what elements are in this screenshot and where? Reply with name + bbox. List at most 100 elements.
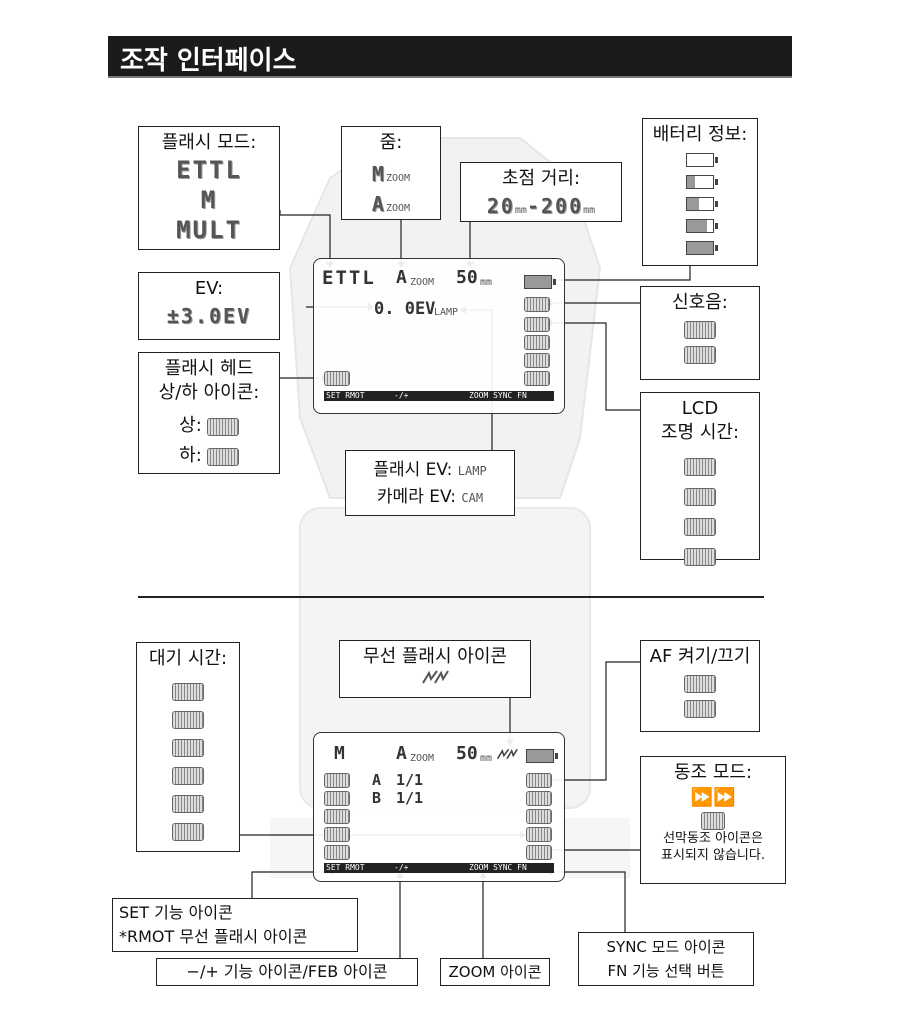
zoom-icon-label: ZOOM 아이콘 xyxy=(448,963,542,981)
zoom-label: 줌: xyxy=(379,132,403,153)
flash-ev-box: 플래시 EV: LAMP 카메라 EV: CAM xyxy=(345,450,515,516)
af-off-icon xyxy=(684,700,716,718)
sync-note-1: 선막동조 아이콘은 xyxy=(663,830,763,846)
lcd2-group-icon xyxy=(324,791,350,806)
lcd2-group-a-value: 1/1 xyxy=(396,771,424,789)
focal-max: 200 xyxy=(541,194,584,218)
sync-mode-box: 동조 모드: ⏩⏩ 선막동조 아이콘은 표시되지 않습니다. xyxy=(640,756,786,884)
lcd-standby-icon xyxy=(524,353,550,368)
lcd-af-icon xyxy=(524,335,550,350)
head-up-label: 상: xyxy=(179,415,202,436)
set-function-box: SET 기능 아이콘 *RMOT 무선 플래시 아이콘 xyxy=(112,898,358,952)
beep-on-icon xyxy=(684,320,716,339)
focal-label: 초점 거리: xyxy=(501,168,581,189)
lcd-light-10s-icon xyxy=(684,517,716,536)
lcd2-head-down-icon xyxy=(324,845,350,860)
lcd-head-icon xyxy=(324,371,350,386)
lcd-light-label-1: LCD xyxy=(681,398,719,419)
lcd2-rmot-icon xyxy=(324,773,350,788)
battery-three-quarter-icon xyxy=(686,219,718,233)
strip2-set-rmot: SET RMOT xyxy=(326,863,365,872)
lcd-light-box: LCD 조명 시간: xyxy=(640,392,760,566)
lcd-light-icon xyxy=(524,317,550,332)
standby-2h-icon xyxy=(172,822,204,841)
rmot-label: *RMOT 무선 플래시 아이콘 xyxy=(119,927,308,946)
standby-30-icon xyxy=(172,766,204,785)
ev-value: ±3.0EV xyxy=(166,304,252,328)
zoom-icon-box: ZOOM 아이콘 xyxy=(440,958,550,986)
lcd-light-on-icon xyxy=(684,547,716,566)
lcd-lamp: LAMP xyxy=(434,307,459,318)
flash-ev-lamp: LAMP xyxy=(457,464,487,478)
lcd2-battery-icon xyxy=(526,749,558,763)
lcd2-focal: 50 xyxy=(456,743,478,764)
af-label: AF 켜기/끄기 xyxy=(649,646,751,667)
lcd-focal-unit: mm xyxy=(480,277,493,288)
strip-set-rmot: SET RMOT xyxy=(326,391,365,400)
af-box: AF 켜기/끄기 xyxy=(640,640,760,732)
wireless-box: 무선 플래시 아이콘 xyxy=(339,640,531,698)
set-function-label: SET 기능 아이콘 xyxy=(119,903,233,922)
lcd2-focal-unit: mm xyxy=(480,753,493,764)
page-title-banner: 조작 인터페이스 xyxy=(108,36,792,78)
strip-minus-plus: -/+ xyxy=(394,391,409,400)
high-speed-sync-icon: ⏩⏩ xyxy=(690,787,736,808)
lcd2-sync-icon xyxy=(526,845,552,860)
lcd-battery-icon xyxy=(524,275,556,289)
lcd-display-bottom: M A ZOOM 50 mm A 1/1 B 1/1 SET RMOT -/+ … xyxy=(313,732,565,882)
strip-zoom-sync-fn: ZOOM SYNC FN xyxy=(469,391,527,400)
lcd2-standby-icon xyxy=(526,827,552,842)
head-up-icon xyxy=(206,417,239,436)
af-on-icon xyxy=(684,674,716,693)
lcd-light-label-2: 조명 시간: xyxy=(660,422,740,443)
focal-box: 초점 거리: 20mm-200mm xyxy=(460,162,622,222)
page-title: 조작 인터페이스 xyxy=(120,46,297,76)
lcd2-zoom-a: A xyxy=(396,743,407,764)
standby-5-icon xyxy=(172,710,204,729)
battery-full-icon xyxy=(686,241,718,255)
standby-off-icon xyxy=(172,682,204,701)
camera-ev-cam: CAM xyxy=(461,491,484,505)
lcd-light-off-icon xyxy=(684,457,716,476)
beep-off-icon xyxy=(684,346,716,364)
wireless-label: 무선 플래시 아이콘 xyxy=(363,646,507,667)
sync-mode-label: 동조 모드: xyxy=(673,762,753,783)
standby-label: 대기 시간: xyxy=(148,648,228,669)
zoom-m: M xyxy=(371,162,386,186)
feb-box: −/+ 기능 아이콘/FEB 아이콘 xyxy=(156,958,418,986)
lcd2-zoom-unit: ZOOM xyxy=(410,753,435,764)
lcd-light-5s-icon xyxy=(684,487,716,506)
lcd-zoom-unit: ZOOM xyxy=(410,277,435,288)
lcd2-group-b: B xyxy=(372,789,382,807)
flash-mode-ettl: ETTL xyxy=(176,156,242,184)
standby-box: 대기 시간: xyxy=(136,642,240,852)
battery-label: 배터리 정보: xyxy=(652,124,748,145)
lcd-focal: 50 xyxy=(456,267,478,288)
lcd2-head-up-icon xyxy=(324,827,350,842)
lcd-display-top: ETTL A ZOOM 50 mm 0. 0EV LAMP SET RMOT -… xyxy=(313,258,565,414)
rear-curtain-sync-icon xyxy=(701,811,725,830)
focal-unit-2: mm xyxy=(583,205,596,216)
feb-label: −/+ 기능 아이콘/FEB 아이콘 xyxy=(186,962,388,981)
lcd2-mode: M xyxy=(334,743,345,764)
battery-quarter-icon xyxy=(686,175,718,189)
lcd2-light-icon xyxy=(526,791,552,806)
sync-fn-box: SYNC 모드 아이콘 FN 기능 선택 버튼 xyxy=(578,932,754,986)
strip2-minus-plus: -/+ xyxy=(394,863,409,872)
wireless-flash-icon xyxy=(422,670,449,684)
head-down-label: 하: xyxy=(179,445,202,466)
lcd-sync-icon xyxy=(524,371,550,386)
flash-head-box: 플래시 헤드 상/하 아이콘: 상: 하: xyxy=(138,352,280,474)
standby-1h-icon xyxy=(172,794,204,813)
flash-head-label-2: 상/하 아이콘: xyxy=(158,382,260,403)
lcd2-group-b-value: 1/1 xyxy=(396,789,424,807)
battery-empty-icon xyxy=(686,153,718,167)
lcd-ev: 0. 0EV xyxy=(374,299,436,319)
battery-box: 배터리 정보: xyxy=(642,118,758,266)
flash-head-label-1: 플래시 헤드 xyxy=(164,358,254,379)
flash-ev-label: 플래시 EV: xyxy=(373,460,453,480)
lcd2-group-a: A xyxy=(372,771,382,789)
zoom-box: 줌: MZOOM AZOOM xyxy=(341,126,441,220)
lcd-function-strip: SET RMOT -/+ ZOOM SYNC FN xyxy=(324,391,554,401)
